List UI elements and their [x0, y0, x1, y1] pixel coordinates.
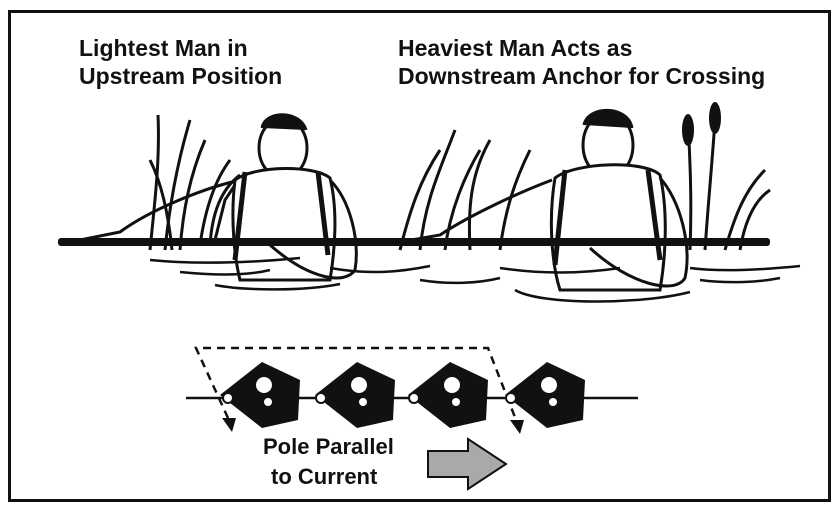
person-downstream [400, 110, 687, 290]
label-upstream-position: Upstream Position [79, 63, 282, 90]
current-direction-arrow [428, 439, 506, 489]
label-downstream-anchor: Downstream Anchor for Crossing [398, 63, 765, 90]
label-to-current: to Current [271, 463, 377, 490]
swimmer-topdown-3 [408, 362, 488, 428]
label-lightest-man: Lightest Man in [79, 35, 248, 62]
pole [58, 238, 770, 246]
label-pole-parallel: Pole Parallel [263, 433, 394, 460]
swimmer-topdown-2 [315, 362, 395, 428]
swimmer-topdown-4 [505, 362, 585, 428]
person-upstream [80, 115, 356, 280]
label-heaviest-man: Heaviest Man Acts as [398, 35, 632, 62]
cattail-heads [682, 102, 721, 146]
